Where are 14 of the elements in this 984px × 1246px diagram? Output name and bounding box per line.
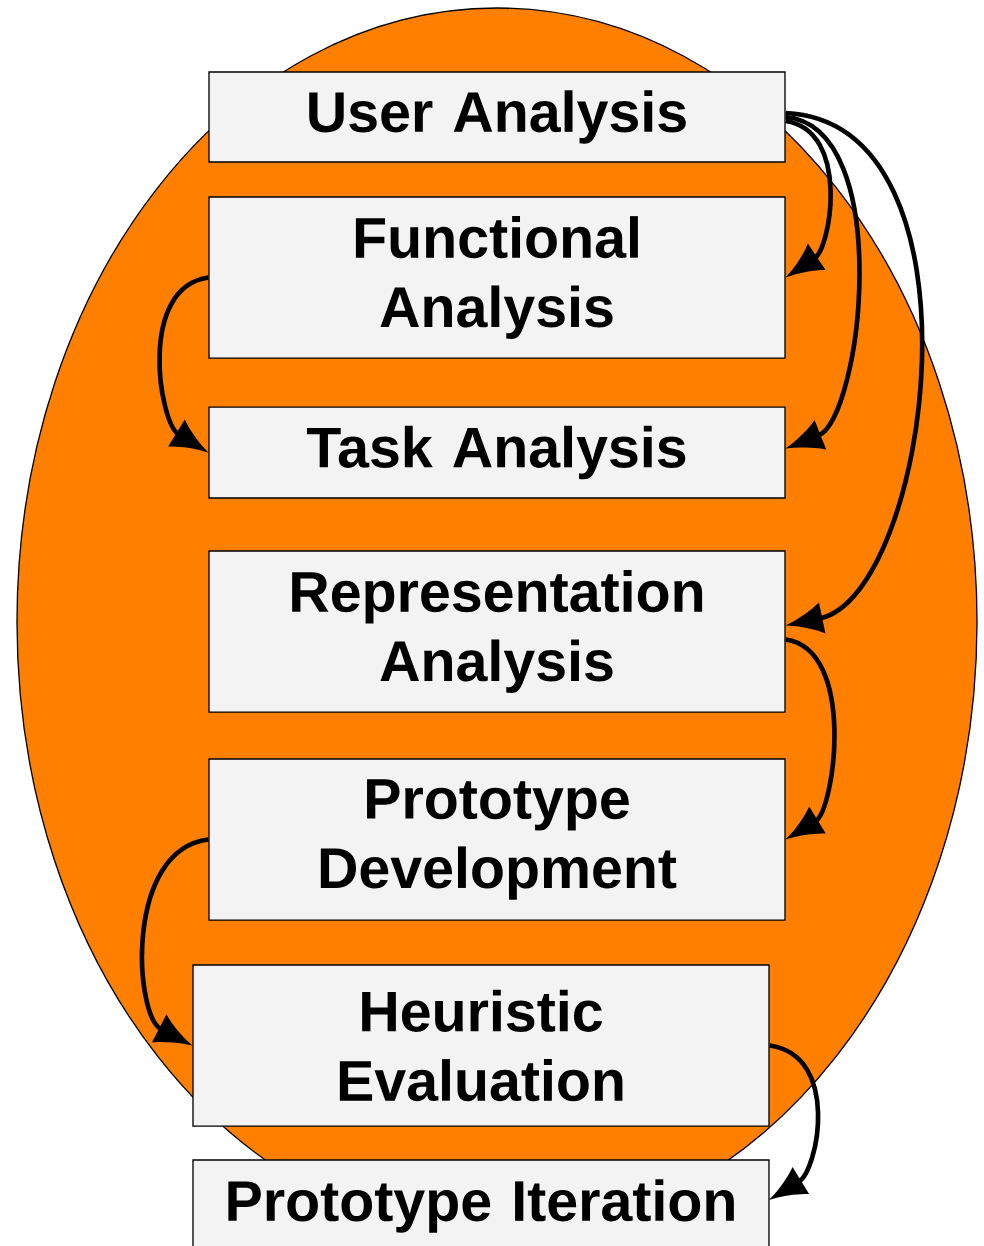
- curved-arrow: [139, 837, 209, 1044]
- curved-arrow: [784, 114, 862, 449]
- process-box: Functional Analysis: [208, 196, 786, 359]
- curved-arrow: [769, 1043, 821, 1198]
- curved-arrow: [157, 275, 210, 451]
- process-box: Representation Analysis: [208, 550, 786, 713]
- curved-arrow: [784, 118, 833, 276]
- process-box: Heuristic Evaluation: [192, 964, 770, 1127]
- process-box: User Analysis: [208, 71, 786, 163]
- process-box: Prototype Development: [208, 758, 786, 921]
- process-box: Prototype Iteration: [192, 1159, 770, 1246]
- curved-arrow: [785, 110, 925, 633]
- process-box: Task Analysis: [208, 406, 786, 499]
- curved-arrow: [784, 637, 837, 838]
